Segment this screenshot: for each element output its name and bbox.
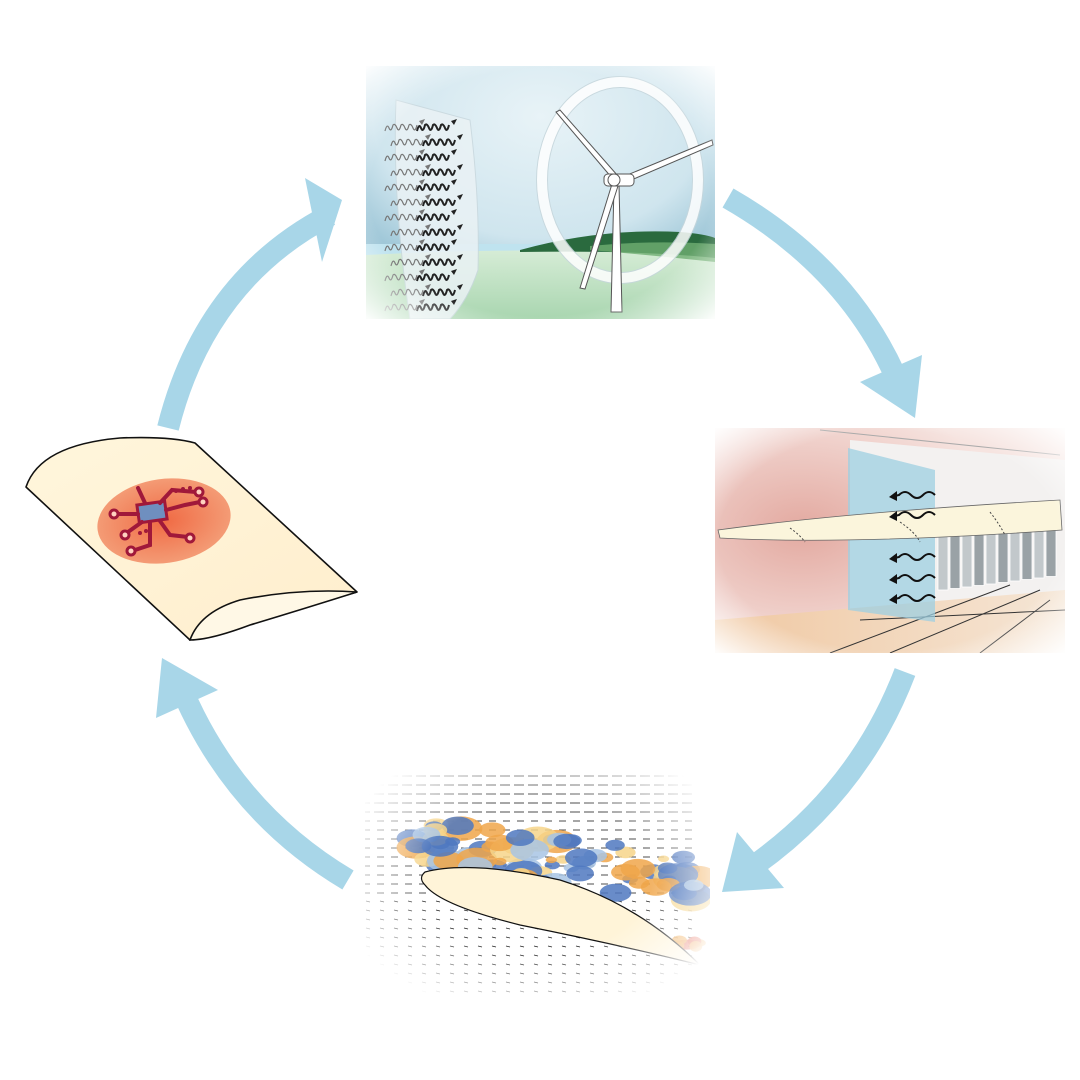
cycle-arrow-tunnel-to-simulation	[722, 668, 916, 892]
cycle-arrows	[156, 178, 922, 892]
sensor-airfoil-panel	[25, 436, 358, 641]
cycle-arrow-sensor-to-field	[157, 178, 342, 431]
cycle-arrow-simulation-to-sensor	[156, 658, 354, 890]
cycle-arrow-field-to-tunnel	[722, 188, 922, 418]
circuit-icon	[116, 486, 202, 552]
wind-tunnel-panel	[715, 428, 1065, 653]
wind-turbine-panel	[366, 66, 715, 319]
flow-field-panel	[365, 770, 710, 1005]
